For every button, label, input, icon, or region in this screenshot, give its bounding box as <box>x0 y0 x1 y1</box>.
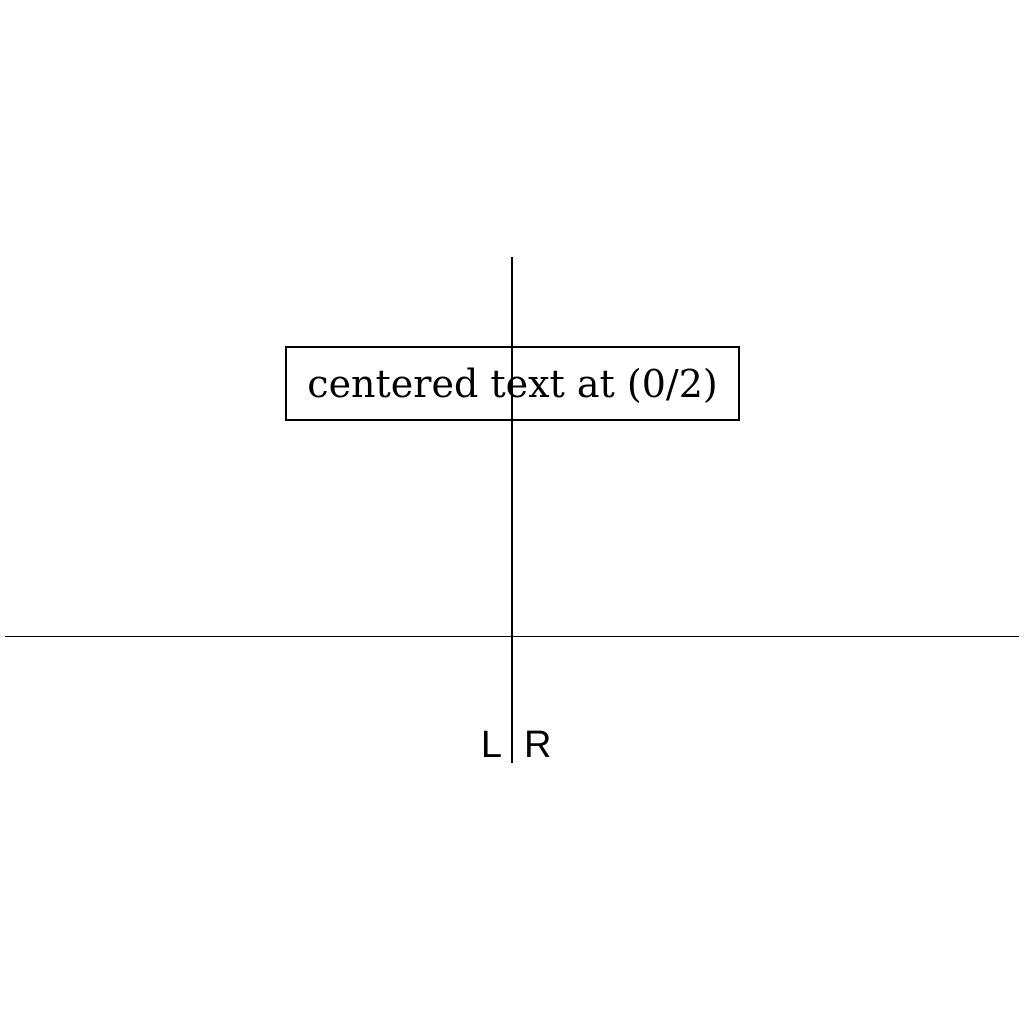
right-label: R <box>524 724 552 766</box>
vertical-line <box>511 257 513 763</box>
centered-text-label: centered text at (0/2) <box>307 361 718 406</box>
left-label: L <box>480 724 502 766</box>
centered-text-box: centered text at (0/2) <box>285 346 740 421</box>
